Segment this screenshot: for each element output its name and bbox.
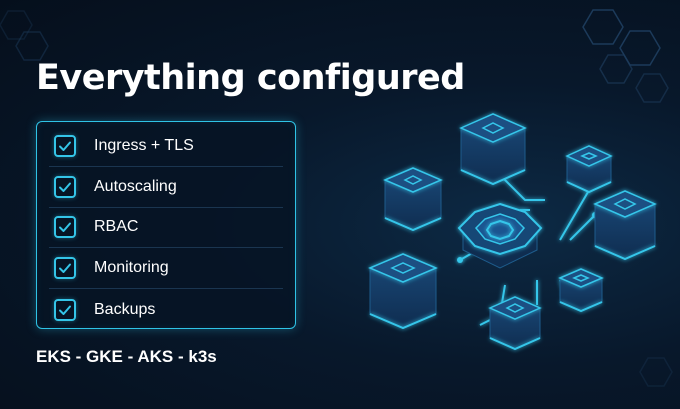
server-cube-icon xyxy=(488,296,542,351)
checklist-item: Backups xyxy=(49,289,283,330)
server-cube-icon xyxy=(565,145,613,194)
check-icon xyxy=(59,263,71,274)
checklist-item: Monitoring xyxy=(49,248,283,290)
server-cube-icon xyxy=(383,167,443,232)
cluster-network-diagram xyxy=(368,113,657,351)
checklist-card: Ingress + TLS Autoscaling RBAC Monitorin… xyxy=(36,121,296,329)
check-icon xyxy=(59,222,71,233)
checkbox xyxy=(54,216,76,239)
checklist-item: RBAC xyxy=(49,208,283,249)
server-cube-icon xyxy=(368,253,438,330)
checkbox xyxy=(54,257,76,280)
check-icon xyxy=(59,305,71,315)
server-cube-icon xyxy=(593,190,657,261)
checklist-item-label: Monitoring xyxy=(94,259,169,277)
check-icon xyxy=(59,141,71,151)
server-cube-icon xyxy=(459,113,527,186)
checklist-item-label: RBAC xyxy=(94,218,139,236)
checklist-item: Ingress + TLS xyxy=(49,126,283,167)
page-title: Everything configured xyxy=(36,58,465,98)
server-cube-icon xyxy=(558,268,604,313)
supported-platforms: EKS - GKE - AKS - k3s xyxy=(36,347,217,366)
checkbox xyxy=(54,175,76,198)
kubernetes-cluster-hub-icon xyxy=(457,202,543,269)
checklist-item-label: Ingress + TLS xyxy=(94,136,194,154)
checklist-item: Autoscaling xyxy=(49,167,283,208)
checklist-item-label: Autoscaling xyxy=(94,177,177,195)
check-icon xyxy=(59,182,71,192)
checklist-item-label: Backups xyxy=(94,300,156,318)
checkbox xyxy=(54,134,76,157)
checkbox xyxy=(54,298,76,321)
